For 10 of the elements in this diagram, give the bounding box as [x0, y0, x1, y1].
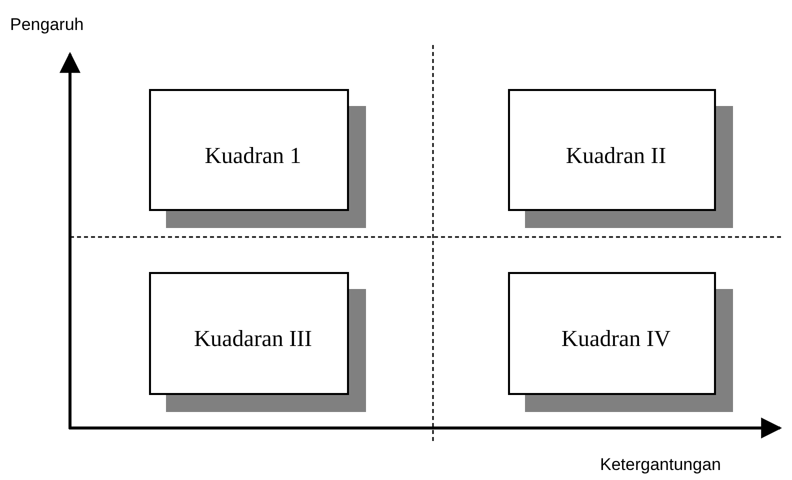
quadrant-label: Kuadaran III	[192, 325, 312, 354]
quadrant-label: Kuadran 1	[204, 142, 302, 170]
quadrant-label: Kuadran IV	[560, 325, 671, 354]
axis-title: Ketergantungan	[600, 454, 721, 476]
quadrant-box	[149, 89, 349, 211]
quadrant-label: Kuadran II	[564, 142, 666, 170]
quadrant-box	[149, 272, 349, 395]
axis-title: Pengaruh	[10, 14, 84, 36]
quadrant-box	[508, 89, 716, 211]
quadrant-box	[508, 272, 716, 395]
